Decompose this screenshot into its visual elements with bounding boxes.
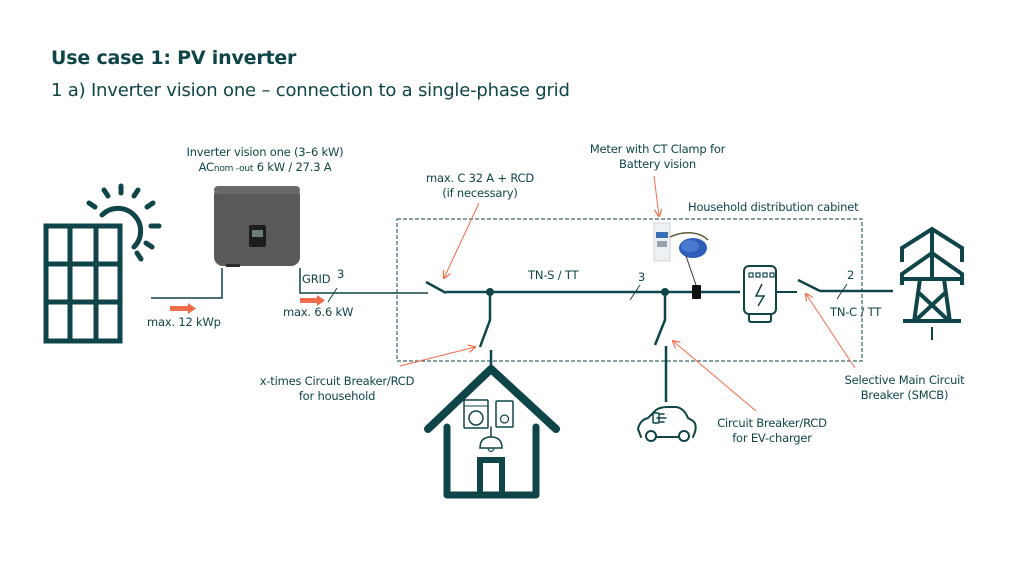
arrow-household-breaker (399, 347, 475, 367)
smcb-label-line1: Selective Main Circuit (844, 373, 965, 387)
inverter-ac-suffix: 6 kW / 27.3 A (253, 160, 332, 174)
ev-breaker-label-line2: for EV-charger (732, 431, 812, 445)
annotation-arrows (399, 175, 856, 412)
main-wire-tick (836, 283, 848, 300)
ev-feeder (653, 292, 667, 346)
ct-cable (669, 232, 709, 286)
smcb-label-line2: Breaker (SMCB) (860, 388, 949, 402)
network-type-tns-label: TN-S / TT (528, 268, 579, 282)
inverter-label-line2: ACnom -out 6 kW / 27.3 A (185, 160, 345, 177)
ct-clamp-device (692, 285, 701, 299)
meter-label: Meter with CT Clamp for Battery vision (575, 142, 740, 172)
household-breaker-label-line1: x-times Circuit Breaker/RCD (259, 374, 415, 388)
pv-flow-arrow (170, 306, 188, 311)
solar-panel-icon (43, 223, 123, 344)
cabinet-label: Household distribution cabinet (688, 200, 859, 214)
household-breaker-label: x-times Circuit Breaker/RCD for househol… (252, 374, 422, 404)
inverter-device (214, 186, 300, 267)
household-breaker-label-line2: for household (298, 389, 376, 403)
bus-wire-tick (629, 284, 641, 301)
house-icon (424, 365, 560, 499)
household-feeder (478, 292, 492, 348)
page-title: Use case 1: PV inverter (51, 47, 297, 69)
bus-wire-count: 3 (638, 270, 646, 284)
ev-breaker-label-line1: Circuit Breaker/RCD (717, 416, 827, 430)
grid-wire-count: 3 (337, 267, 345, 281)
inverter-label: Inverter vision one (3–6 kW) ACnom -out … (185, 145, 345, 177)
arrow-inverter-breaker (444, 202, 480, 278)
inverter-breaker-switch (425, 280, 447, 295)
smcb-label: Selective Main Circuit Breaker (SMCB) (832, 373, 977, 403)
pv-dc-line (151, 268, 223, 299)
arrow-meter (653, 175, 659, 216)
grid-meter-icon (743, 265, 777, 323)
sun-icon (86, 183, 162, 262)
inverter-label-line1: Inverter vision one (3–6 kW) (186, 145, 344, 159)
inverter-ac-line (299, 268, 428, 294)
inverter-ac-subscript: nom -out (213, 164, 254, 174)
transmission-tower-icon (900, 226, 964, 340)
wire-count-tick (327, 287, 338, 303)
main-wire-count: 2 (847, 268, 855, 282)
pv-flow-arrow-head (188, 303, 196, 314)
arrow-smcb (806, 294, 856, 369)
smcb-switch (797, 278, 821, 293)
inverter-breaker-label-line2: (if necessary) (442, 186, 518, 200)
network-type-tnc-label: TN-C / TT (830, 305, 882, 319)
ev-breaker-label: Circuit Breaker/RCD for EV-charger (712, 416, 832, 446)
inverter-breaker-label: max. C 32 A + RCD (if necessary) (415, 171, 545, 201)
energy-meter-device (653, 222, 671, 262)
arrow-ev-breaker (673, 341, 757, 412)
inverter-breaker-label-line1: max. C 32 A + RCD (425, 171, 535, 185)
meter-label-line1: Meter with CT Clamp for (589, 142, 726, 156)
distribution-cabinet-boundary (396, 218, 863, 362)
inverter-ac-prefix: AC (198, 160, 215, 174)
pv-max-label: max. 12 kWp (147, 315, 221, 329)
meter-label-line2: Battery vision (619, 157, 696, 171)
grid-flow-arrow-head (317, 295, 325, 306)
electric-car-icon (637, 406, 697, 442)
grid-label: GRID (302, 272, 331, 286)
grid-flow-arrow (300, 298, 317, 303)
grid-max-label: max. 6.6 kW (283, 305, 354, 319)
page-subtitle: 1 a) Inverter vision one – connection to… (51, 80, 570, 101)
